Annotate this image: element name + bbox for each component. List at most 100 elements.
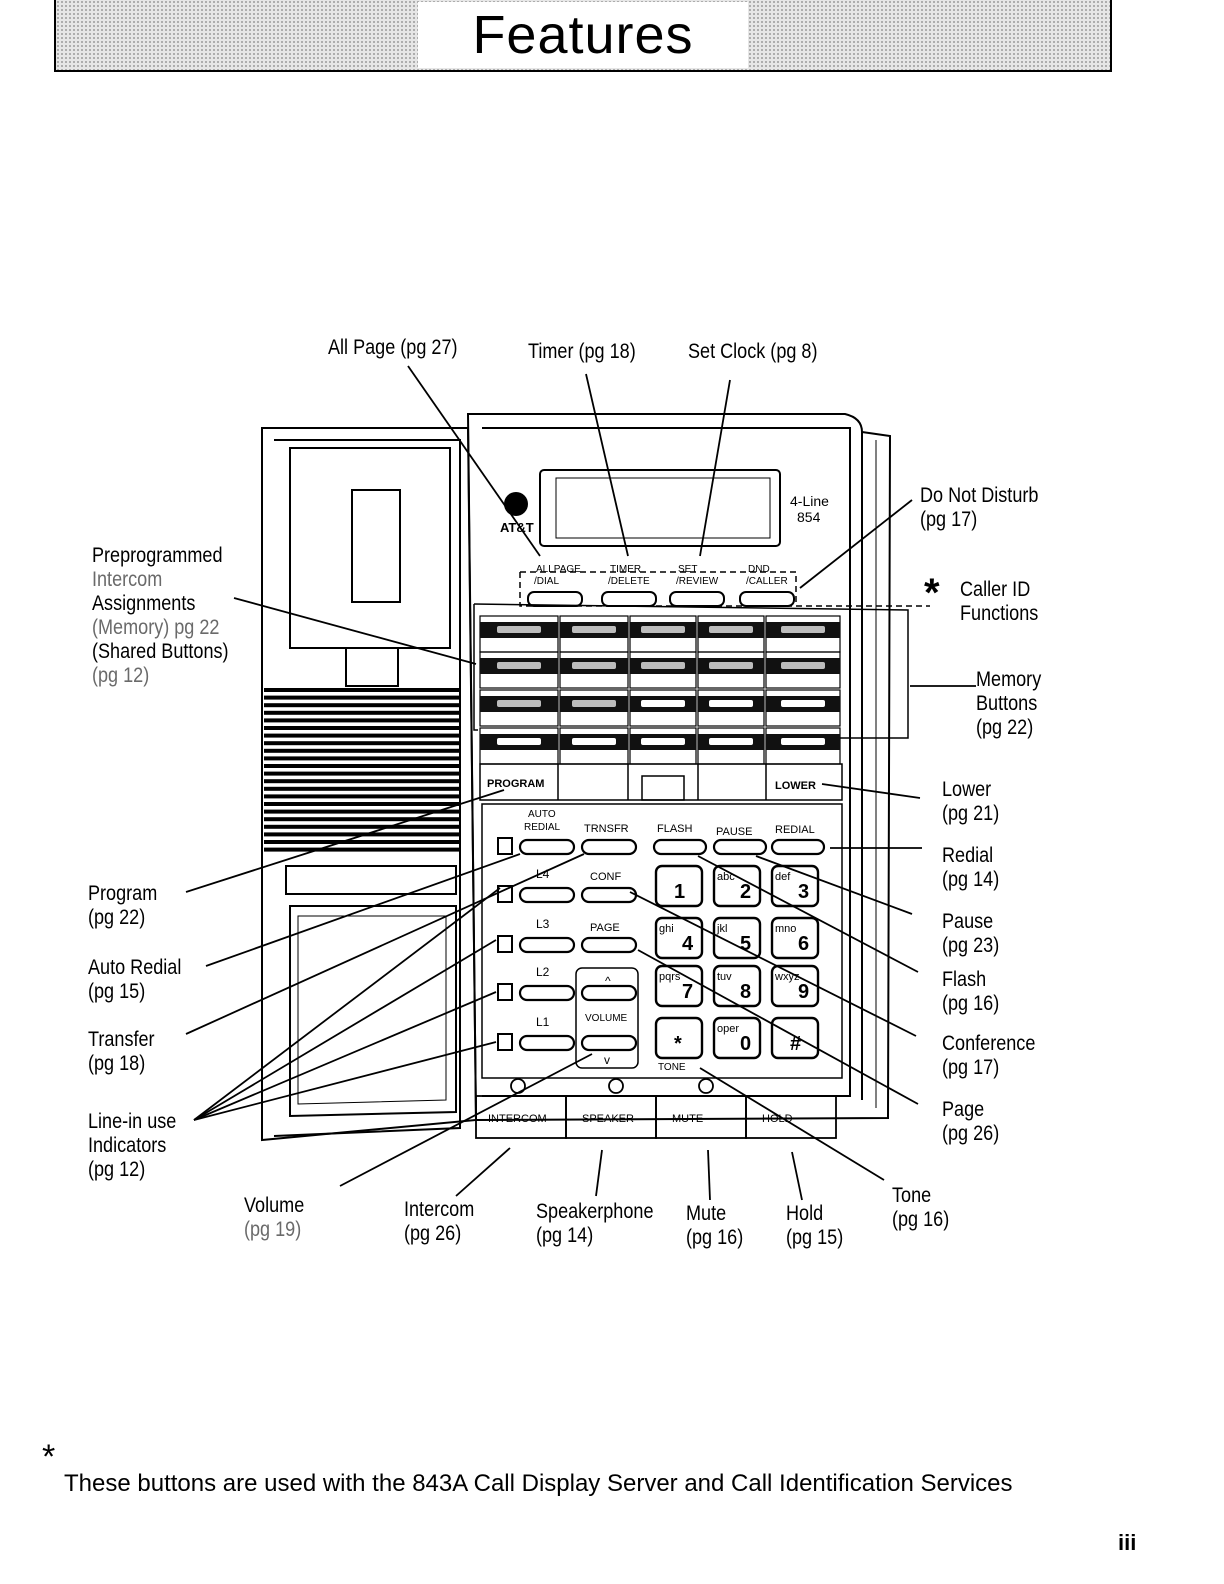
conference-callout-title: Conference (942, 1032, 1036, 1055)
keypad-key[interactable] (712, 916, 762, 960)
pause-button[interactable] (712, 838, 768, 856)
bottom-key-led (698, 1078, 714, 1094)
memory-button[interactable] (572, 662, 616, 669)
auto-redial-label-1: AUTO (528, 809, 556, 820)
fn-key-button[interactable] (669, 591, 725, 607)
memory-button[interactable] (781, 626, 825, 633)
keypad-key[interactable] (770, 1016, 820, 1060)
brand-label: AT&T (500, 520, 534, 535)
memory-button[interactable] (572, 738, 616, 745)
program-key-label[interactable]: PROGRAM (487, 778, 544, 790)
memory-button[interactable] (497, 662, 541, 669)
memory-button[interactable] (641, 662, 685, 669)
keypad-digit: 2 (740, 881, 751, 903)
control-area (481, 803, 843, 1079)
memory-button[interactable] (641, 700, 685, 707)
line-indicator (497, 983, 513, 1001)
memory-button[interactable] (572, 626, 616, 633)
fn-key-top-label: ALLPAGE (536, 564, 581, 575)
speakerphone-callout-page: (pg 14) (536, 1224, 594, 1247)
caller-id-callout-sub: Functions (960, 602, 1039, 625)
memory-button[interactable] (497, 700, 541, 707)
grille-slot (264, 688, 460, 692)
keypad-key[interactable] (654, 864, 704, 908)
preprog-line-3: Assignments (92, 592, 196, 615)
dnd-callout-title: Do Not Disturb (920, 484, 1039, 507)
memory-button[interactable] (497, 626, 541, 633)
att-logo-icon (504, 492, 528, 516)
memory-button[interactable] (709, 700, 753, 707)
memory-button[interactable] (641, 738, 685, 745)
speakerphone-callout: Speakerphone (pg 14) (536, 1200, 653, 1248)
fn-key-bottom-label: /DELETE (608, 576, 650, 587)
leader-lines (185, 365, 976, 1201)
fn-key-bottom-label: /CALLER (746, 576, 788, 587)
memory-button[interactable] (572, 700, 616, 707)
preprog-line-6: (pg 12) (92, 664, 150, 687)
keypad-key[interactable] (712, 964, 762, 1008)
function-key-row: ALLPAGE/DIALTIMER/DELETESET/REVIEWDND/CA… (527, 564, 795, 607)
flash-button[interactable] (652, 838, 708, 856)
redial-key-label: REDIAL (775, 824, 815, 836)
keypad-digit: 0 (740, 1033, 751, 1055)
keypad-key[interactable] (712, 864, 762, 908)
caller-id-bracket (519, 571, 930, 607)
lower-callout-title: Lower (942, 778, 992, 801)
fn-key-top-label: SET (678, 564, 697, 575)
auto-redial-button[interactable] (518, 838, 576, 856)
transfer-button[interactable] (580, 838, 638, 856)
keypad-letters: wxyz (774, 971, 799, 983)
redial-button[interactable] (770, 838, 826, 856)
bottom-key-button[interactable] (745, 1095, 837, 1139)
grille-slot (264, 802, 460, 806)
bottom-key-label: HOLD (762, 1113, 793, 1125)
volume-down-button[interactable] (580, 1034, 638, 1052)
memory-button[interactable] (781, 700, 825, 707)
grille-slot (264, 771, 460, 776)
program-callout-page: (pg 22) (88, 906, 146, 929)
transfer-callout-page: (pg 18) (88, 1052, 146, 1075)
grille-slot (264, 741, 460, 746)
conference-callout-page: (pg 17) (942, 1056, 1000, 1079)
grille-slot (264, 847, 460, 852)
model-line-1: 4-Line (790, 493, 829, 509)
fn-key-button[interactable] (601, 591, 657, 607)
conference-button[interactable] (580, 886, 638, 904)
lower-key-label[interactable]: LOWER (775, 780, 816, 792)
fn-key-button[interactable] (527, 591, 583, 607)
keypad-letters: oper (717, 1023, 739, 1035)
fn-key-button[interactable] (739, 591, 795, 607)
preprog-line-1: Preprogrammed (92, 544, 223, 567)
keypad-key[interactable] (770, 916, 820, 960)
line-button[interactable] (518, 886, 576, 904)
memory-button[interactable] (709, 738, 753, 745)
grille-slot (264, 733, 460, 738)
memory-button[interactable] (709, 662, 753, 669)
line-button[interactable] (518, 1034, 576, 1052)
redial-callout-page: (pg 14) (942, 868, 1000, 891)
keypad-key[interactable] (770, 864, 820, 908)
memory-button[interactable] (709, 626, 753, 633)
page-button[interactable] (580, 936, 638, 954)
line-indicator (497, 935, 513, 953)
program-callout-title: Program (88, 882, 158, 905)
caller-id-star-icon: * (924, 571, 940, 615)
line-button[interactable] (518, 936, 576, 954)
memory-button[interactable] (781, 738, 825, 745)
memory-callout: Memory Buttons (pg 22) (976, 668, 1041, 740)
volume-up-button[interactable] (580, 984, 638, 1002)
flash-callout-page: (pg 16) (942, 992, 1000, 1015)
keypad-key[interactable] (654, 1016, 704, 1060)
memory-button[interactable] (497, 738, 541, 745)
keypad-key[interactable] (712, 1016, 762, 1060)
keypad-letters: tuv (717, 971, 732, 983)
keypad-digit: 8 (740, 981, 751, 1003)
line-button[interactable] (518, 984, 576, 1002)
memory-button[interactable] (641, 626, 685, 633)
memory-button[interactable] (781, 662, 825, 669)
grille-slot (264, 748, 460, 753)
keypad-key[interactable] (654, 916, 704, 960)
volume-down-label: v (604, 1053, 610, 1067)
fn-key-bottom-label: /REVIEW (676, 576, 719, 587)
